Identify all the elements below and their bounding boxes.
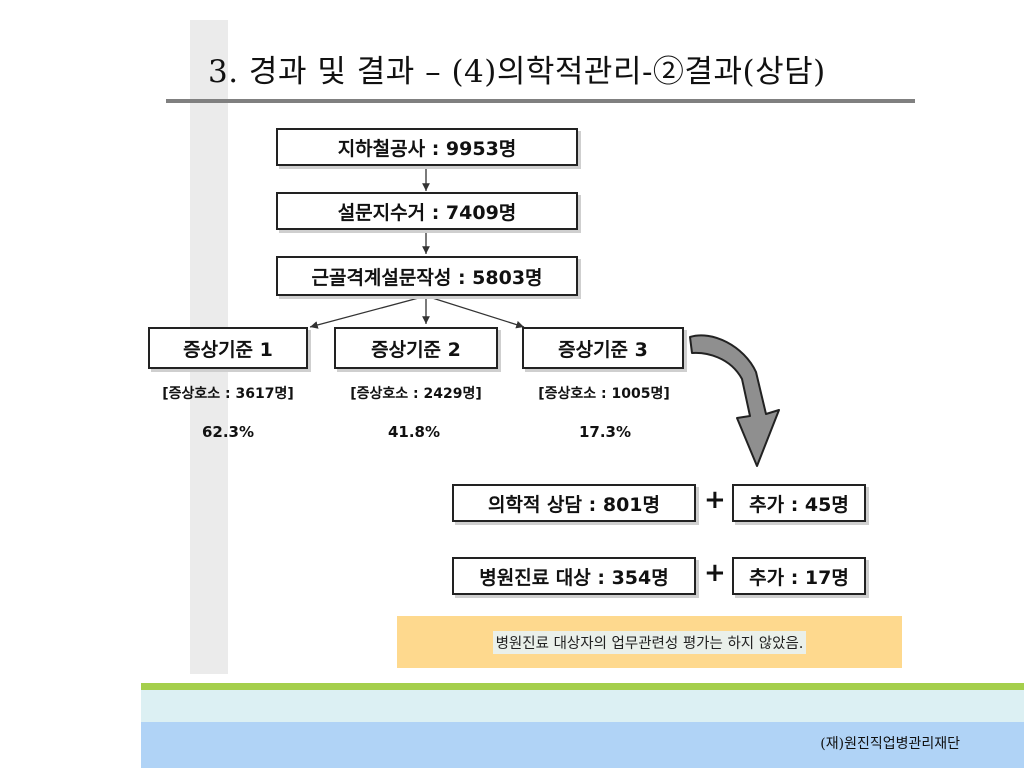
result-medical-consult: 의학적 상담 : 801명 [452,484,696,522]
criteria-2-complaint: [증상호소 : 2429명] [350,386,482,402]
criteria-box-2: 증상기준 2 [334,327,498,369]
note-box: 병원진료 대상자의 업무관련성 평가는 하지 않았음. [397,616,902,668]
criteria-box-1: 증상기준 1 [148,327,308,369]
criteria-3-percent: 17.3% [578,423,632,441]
result-hospital-treatment: 병원진료 대상 : 354명 [452,557,696,595]
criteria-1-complaint: [증상호소 : 3617명] [162,386,294,402]
criteria-1-percent: 62.3% [201,423,255,441]
title-underline [166,99,915,103]
flow-step-survey-collected: 설문지수거 : 7409명 [276,192,578,230]
flow-step-survey-completed: 근골격계설문작성 : 5803명 [276,256,578,296]
footer-band-light [141,690,1024,722]
flow-step-subway: 지하철공사 : 9953명 [276,128,578,166]
footer-organization: (재)원진직업병관리재단 [820,736,960,752]
footer-band-green [141,683,1024,690]
arrow-step3-criteria1 [309,295,427,329]
criteria-2-percent: 41.8% [387,423,441,441]
curved-arrow [689,334,780,467]
result-extra-2: 추가 : 17명 [732,557,866,595]
note-text: 병원진료 대상자의 업무관련성 평가는 하지 않았음. [492,630,807,654]
footer-band-blue [141,722,1024,768]
criteria-3-complaint: [증상호소 : 1005명] [538,386,670,402]
criteria-box-3: 증상기준 3 [522,327,684,369]
plus-sign-1: + [704,485,726,515]
result-extra-1: 추가 : 45명 [732,484,866,522]
plus-sign-2: + [704,558,726,588]
slide-title: 3. 경과 및 결과 – (4)의학적관리-②결과(상담) [208,54,826,90]
arrow-step3-criteria3 [425,295,525,329]
